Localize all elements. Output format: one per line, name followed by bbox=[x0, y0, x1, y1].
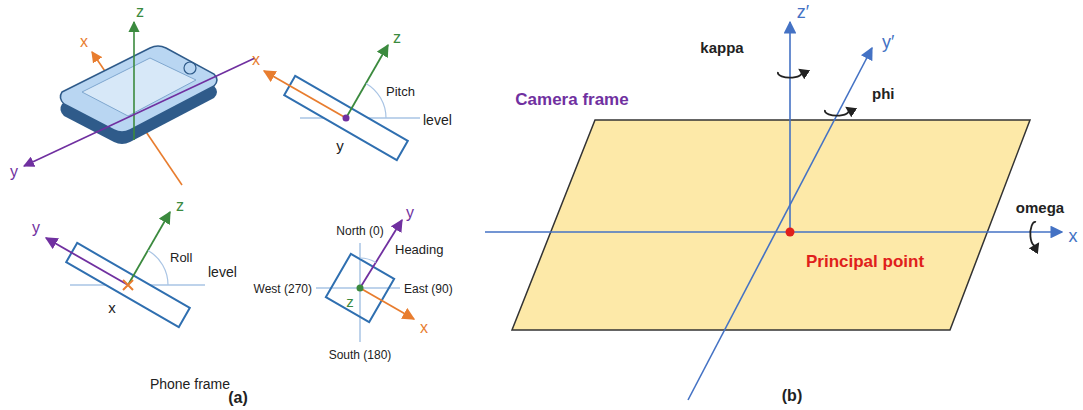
direction-label: South (180) bbox=[329, 349, 392, 363]
axis-label: y′ bbox=[882, 32, 894, 53]
reference-label: level bbox=[423, 112, 452, 128]
axis-label: y bbox=[10, 163, 18, 181]
direction-label: East (90) bbox=[404, 283, 453, 297]
panel-letter: (b) bbox=[782, 387, 802, 405]
direction-label: North (0) bbox=[336, 225, 383, 239]
axis-label: z′ bbox=[797, 2, 809, 23]
axis-label: y bbox=[32, 219, 40, 237]
axis-label: z bbox=[136, 3, 144, 21]
angle-label: Pitch bbox=[386, 85, 415, 100]
point-label: Principal point bbox=[806, 252, 924, 272]
axis-label: x bbox=[108, 299, 116, 316]
axis-label: x bbox=[1069, 226, 1078, 247]
axis-label: y bbox=[406, 204, 414, 222]
phone-3d bbox=[24, 22, 255, 185]
axis-label: x bbox=[252, 51, 260, 69]
frame-label: Camera frame bbox=[515, 90, 628, 110]
axis-label: x bbox=[80, 33, 88, 51]
rotation-label: phi bbox=[872, 85, 895, 102]
panel-caption: Phone frame bbox=[150, 376, 230, 392]
heading-figure bbox=[316, 220, 414, 342]
reference-label: level bbox=[208, 264, 237, 280]
axis-label: z bbox=[176, 197, 184, 215]
axis-label: z bbox=[346, 293, 354, 310]
axis-label: x bbox=[420, 319, 428, 337]
direction-label: West (270) bbox=[254, 283, 312, 297]
panel-letter: (a) bbox=[228, 389, 248, 407]
angle-label: Roll bbox=[170, 251, 192, 266]
camera-frame bbox=[485, 22, 1062, 400]
rotation-label: omega bbox=[1016, 199, 1064, 216]
angle-label: Heading bbox=[395, 243, 443, 258]
rotation-label: kappa bbox=[700, 39, 743, 56]
pitch-figure bbox=[264, 45, 420, 160]
roll-figure bbox=[46, 212, 205, 327]
axis-label: y bbox=[336, 137, 344, 154]
axis-label: z bbox=[393, 29, 401, 47]
